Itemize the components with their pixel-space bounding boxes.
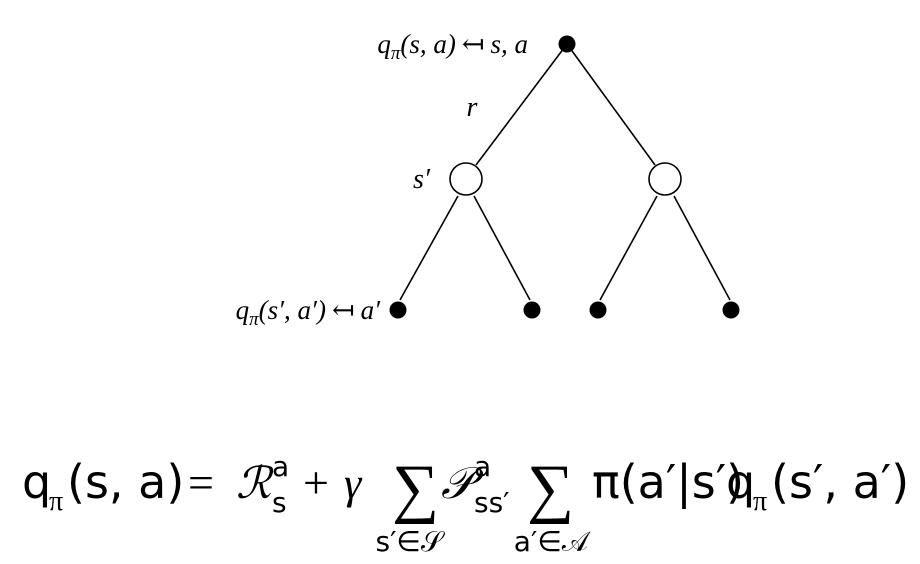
eq-gamma: γ bbox=[344, 459, 363, 508]
eq-transition-sub: ss′ bbox=[474, 486, 510, 519]
tree-edges bbox=[399, 43, 731, 301]
eq-lhs-pi: π bbox=[49, 486, 63, 517]
leaf-label-args: (s′, a′) bbox=[259, 295, 326, 325]
leaf-label-q: q bbox=[236, 295, 250, 325]
root-label-args: (s, a) bbox=[400, 29, 456, 59]
root-label-arrow: ↤ bbox=[462, 29, 485, 59]
edge-left-leaf2 bbox=[473, 195, 531, 301]
leaf-action-node-3 bbox=[589, 301, 607, 319]
edge-right-leaf2 bbox=[673, 195, 731, 301]
leaf-label-pi: π bbox=[249, 309, 259, 330]
eq-plus: + bbox=[303, 457, 329, 508]
eq-transition-sup: a bbox=[474, 450, 491, 483]
eq-sum2: ∑ bbox=[527, 452, 574, 525]
leaf-label-rhs: a′ bbox=[361, 295, 382, 325]
root-label: qπ(s, a)↤s, a bbox=[377, 29, 528, 64]
eq-policy: π(a′|s′) bbox=[592, 455, 744, 510]
eq-reward-sub: s bbox=[272, 486, 287, 519]
root-label-rhs: s, a bbox=[490, 29, 528, 59]
state-node-left bbox=[449, 162, 483, 196]
eq-sum1: ∑ bbox=[392, 452, 439, 525]
bellman-equation: q π (s, a) = ℛ a s + γ ∑ s′∈𝒮 𝒫 a ss′ ∑ … bbox=[22, 450, 909, 558]
eq-rhs-pi: π bbox=[753, 486, 767, 517]
edge-root-left bbox=[475, 43, 568, 166]
eq-reward-sup: a bbox=[272, 450, 289, 483]
root-action-node bbox=[558, 35, 576, 53]
eq-lhs-q: q bbox=[22, 455, 51, 509]
leaf-action-node-1 bbox=[389, 301, 407, 319]
leaf-action-node-4 bbox=[722, 301, 740, 319]
leaf-label: qπ(s′, a′)↤a′ bbox=[236, 295, 381, 330]
reward-label: r bbox=[467, 92, 478, 123]
edge-root-right bbox=[566, 43, 656, 166]
state-label: s′ bbox=[413, 164, 431, 195]
eq-sum1-under: s′∈𝒮 bbox=[375, 525, 445, 558]
eq-equals: = bbox=[188, 457, 214, 508]
leaf-action-node-2 bbox=[523, 301, 541, 319]
eq-lhs-args: (s, a) bbox=[67, 455, 184, 509]
leaf-label-arrow: ↤ bbox=[332, 295, 355, 325]
root-label-pi: π bbox=[391, 43, 401, 64]
edge-right-leaf1 bbox=[599, 195, 658, 301]
eq-rhs-args: (s′, a′) bbox=[771, 455, 909, 509]
eq-reward-R: ℛ bbox=[236, 458, 274, 509]
eq-rhs-q: q bbox=[726, 455, 755, 509]
state-node-right bbox=[648, 162, 682, 196]
eq-sum2-under: a′∈𝒜 bbox=[514, 525, 592, 558]
edge-left-leaf1 bbox=[399, 195, 459, 301]
root-label-q: q bbox=[377, 29, 391, 59]
